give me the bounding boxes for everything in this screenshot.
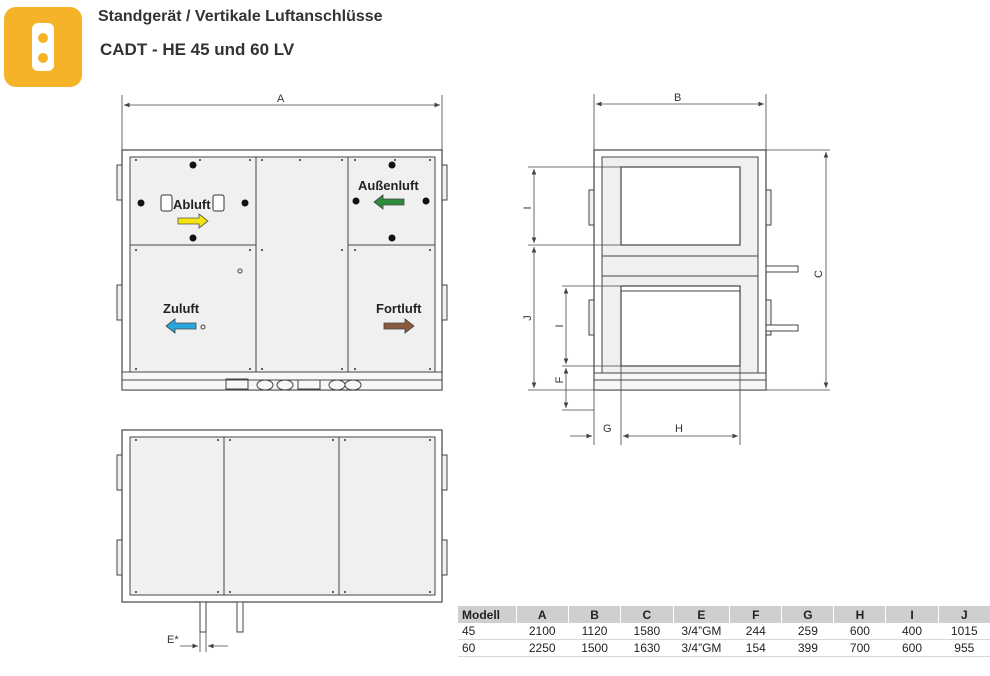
front-handles [160, 194, 225, 212]
panel-screw [344, 591, 346, 593]
panel-screw [344, 439, 346, 441]
panel-screw [199, 159, 201, 161]
dim-i-top-label: I [522, 206, 534, 209]
table-row: 45 2100 1120 1580 3/4”GM 244 259 600 400… [458, 623, 990, 640]
abluft-label: Abluft [173, 197, 211, 212]
table-cell: 1630 [620, 639, 674, 657]
front-view [116, 95, 448, 391]
dim-j-label: J [522, 315, 534, 321]
dim-e-label: E* [167, 634, 179, 646]
panel-screw [354, 368, 356, 370]
panel-screw [429, 368, 431, 370]
col-modell: Modell [458, 606, 517, 623]
front-bolts [137, 161, 430, 242]
panel-screw [429, 249, 431, 251]
dim-i-bottom-label: I [554, 324, 566, 327]
panel-screw [299, 159, 301, 161]
dim-h-label: H [675, 423, 683, 435]
table-cell: 3/4”GM [672, 639, 730, 657]
panel-screw [341, 249, 343, 251]
dimension-table: Modell A B C E F G H I J 45 2100 1120 15… [458, 606, 990, 657]
side-dimension-labels: B C I J I F G H [522, 92, 825, 435]
table-cell: 2100 [515, 623, 569, 640]
table-cell: 259 [781, 623, 834, 640]
col-a: A [515, 606, 569, 623]
panel-screw [261, 368, 263, 370]
abluft-arrow-icon [177, 213, 209, 229]
fortluft-arrow-icon [383, 318, 415, 334]
panel-screw [332, 439, 334, 441]
table-cell: 399 [781, 639, 834, 657]
panel-screw [135, 439, 137, 441]
table-cell: 1500 [567, 639, 621, 657]
table-cell: 600 [885, 639, 939, 657]
col-c: C [620, 606, 674, 623]
table-cell: 1120 [567, 623, 621, 640]
panel-screw [249, 368, 251, 370]
brand-logo [4, 7, 82, 87]
dim-g-label: G [603, 423, 612, 435]
table-cell: 3/4”GM [672, 623, 730, 640]
panel-screw [229, 439, 231, 441]
table-cell: 244 [729, 623, 782, 640]
panel-screw [429, 591, 431, 593]
side-view [528, 94, 830, 445]
panel-screw [229, 591, 231, 593]
zuluft-arrow-icon [165, 318, 197, 334]
aussenluft-label: Außenluft [358, 178, 419, 193]
top-view [116, 429, 448, 652]
panel-screw [429, 439, 431, 441]
page-subtitle: CADT - HE 45 und 60 LV [100, 40, 295, 59]
panel-screw [135, 159, 137, 161]
table-cell: 600 [833, 623, 886, 640]
page-title: Standgerät / Vertikale Luftanschlüsse [98, 8, 383, 25]
panel-screw [249, 249, 251, 251]
table-cell: 700 [833, 639, 886, 657]
aussenluft-arrow-icon [373, 194, 405, 210]
panel-screw [429, 159, 431, 161]
zuluft-label: Zuluft [163, 301, 200, 316]
col-g: G [781, 606, 834, 623]
panel-screw [261, 249, 263, 251]
fortluft-label: Fortluft [376, 301, 422, 316]
col-e: E [672, 606, 730, 623]
table-cell: 60 [458, 639, 517, 657]
table-cell: 400 [885, 623, 939, 640]
panel-screw [394, 159, 396, 161]
panel-screw [249, 159, 251, 161]
col-j: J [937, 606, 990, 623]
col-h: H [833, 606, 886, 623]
dim-b-label: B [674, 92, 681, 104]
panel-screw [341, 368, 343, 370]
panel-screw [217, 439, 219, 441]
table-header-row: Modell A B C E F G H I J [458, 606, 990, 623]
table-cell: 154 [729, 639, 782, 657]
panel-screw [354, 159, 356, 161]
panel-screw [135, 591, 137, 593]
dim-a-label: A [277, 93, 285, 105]
panel-screw [341, 159, 343, 161]
panel-screw [332, 591, 334, 593]
col-i: I [885, 606, 939, 623]
dim-f-label: F [554, 376, 566, 383]
front-small-circles [200, 268, 243, 330]
panel-screw [217, 591, 219, 593]
table-cell: 1015 [937, 623, 990, 640]
table-cell: 2250 [515, 639, 569, 657]
table-cell: 1580 [620, 623, 674, 640]
panel-screw [261, 159, 263, 161]
col-f: F [729, 606, 782, 623]
table-cell: 45 [458, 623, 517, 640]
panel-screw [135, 249, 137, 251]
logo-dot-bottom [38, 53, 48, 63]
logo-pill-shape [32, 23, 54, 71]
table-row: 60 2250 1500 1630 3/4”GM 154 399 700 600… [458, 639, 990, 657]
logo-dot-top [38, 33, 48, 43]
panel-screw [354, 249, 356, 251]
col-b: B [567, 606, 621, 623]
panel-screw [135, 368, 137, 370]
dim-c-label: C [813, 270, 825, 278]
table-cell: 955 [937, 639, 990, 657]
